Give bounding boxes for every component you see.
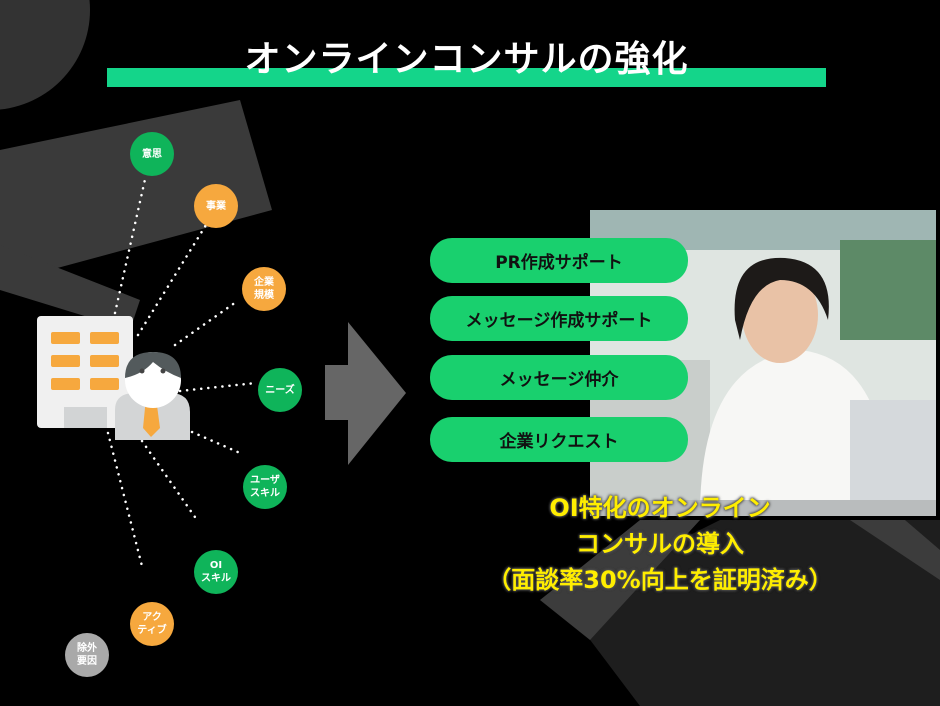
- page-title: オンラインコンサルの強化: [244, 39, 689, 80]
- node-label: 除外: [77, 643, 97, 654]
- title-underline: [107, 68, 826, 87]
- node-label: ユーザ: [250, 475, 280, 486]
- node-needs: ニーズ: [258, 368, 302, 412]
- node-label: スキル: [250, 488, 280, 499]
- node-oi-skill: OI スキル: [194, 550, 238, 594]
- arrow-right-icon: [325, 322, 406, 465]
- caption-line: コンサルの導入: [576, 530, 744, 558]
- bg-shape-2: [540, 520, 700, 640]
- message-support-button[interactable]: メッセージ作成サポート: [430, 296, 688, 341]
- message-mediation-button[interactable]: メッセージ仲介: [430, 355, 688, 400]
- node-label: ニーズ: [265, 384, 295, 396]
- pr-support-button[interactable]: PR作成サポート: [430, 238, 688, 283]
- node-label: 意思: [142, 148, 162, 160]
- bg-band-2: [0, 245, 140, 330]
- node-label: OI: [209, 560, 223, 571]
- bg-band: [0, 100, 272, 270]
- connector-lines: [106, 173, 258, 572]
- node-exclusion: 除外要因: [65, 633, 109, 677]
- person-icon: [115, 352, 190, 440]
- company-request-button[interactable]: 企業リクエスト: [430, 417, 688, 462]
- node-label: 事業: [206, 200, 226, 212]
- caption: OI特化のオンライン コンサルの導入 （面談率30%向上を証明済み）: [440, 490, 880, 598]
- caption-line: （面談率30%向上を証明済み）: [487, 566, 833, 594]
- node-user-skill: ユーザスキル: [243, 465, 287, 509]
- building-icon: [37, 316, 133, 428]
- bg-shape-3: [850, 520, 940, 580]
- node-business: 事業: [194, 184, 238, 228]
- node-label: ティブ: [137, 625, 167, 636]
- node-intent: 意思: [130, 132, 174, 176]
- node-label: 規模: [254, 290, 274, 301]
- node-company-size: 企業規模: [242, 267, 286, 311]
- node-label: アク: [142, 612, 162, 623]
- node-label: 企業: [254, 277, 274, 288]
- node-label: スキル: [201, 573, 231, 584]
- caption-line: OI特化のオンライン: [549, 494, 771, 522]
- node-label: 要因: [77, 656, 97, 667]
- bg-circle: [0, 0, 90, 110]
- node-active: アクティブ: [130, 602, 174, 646]
